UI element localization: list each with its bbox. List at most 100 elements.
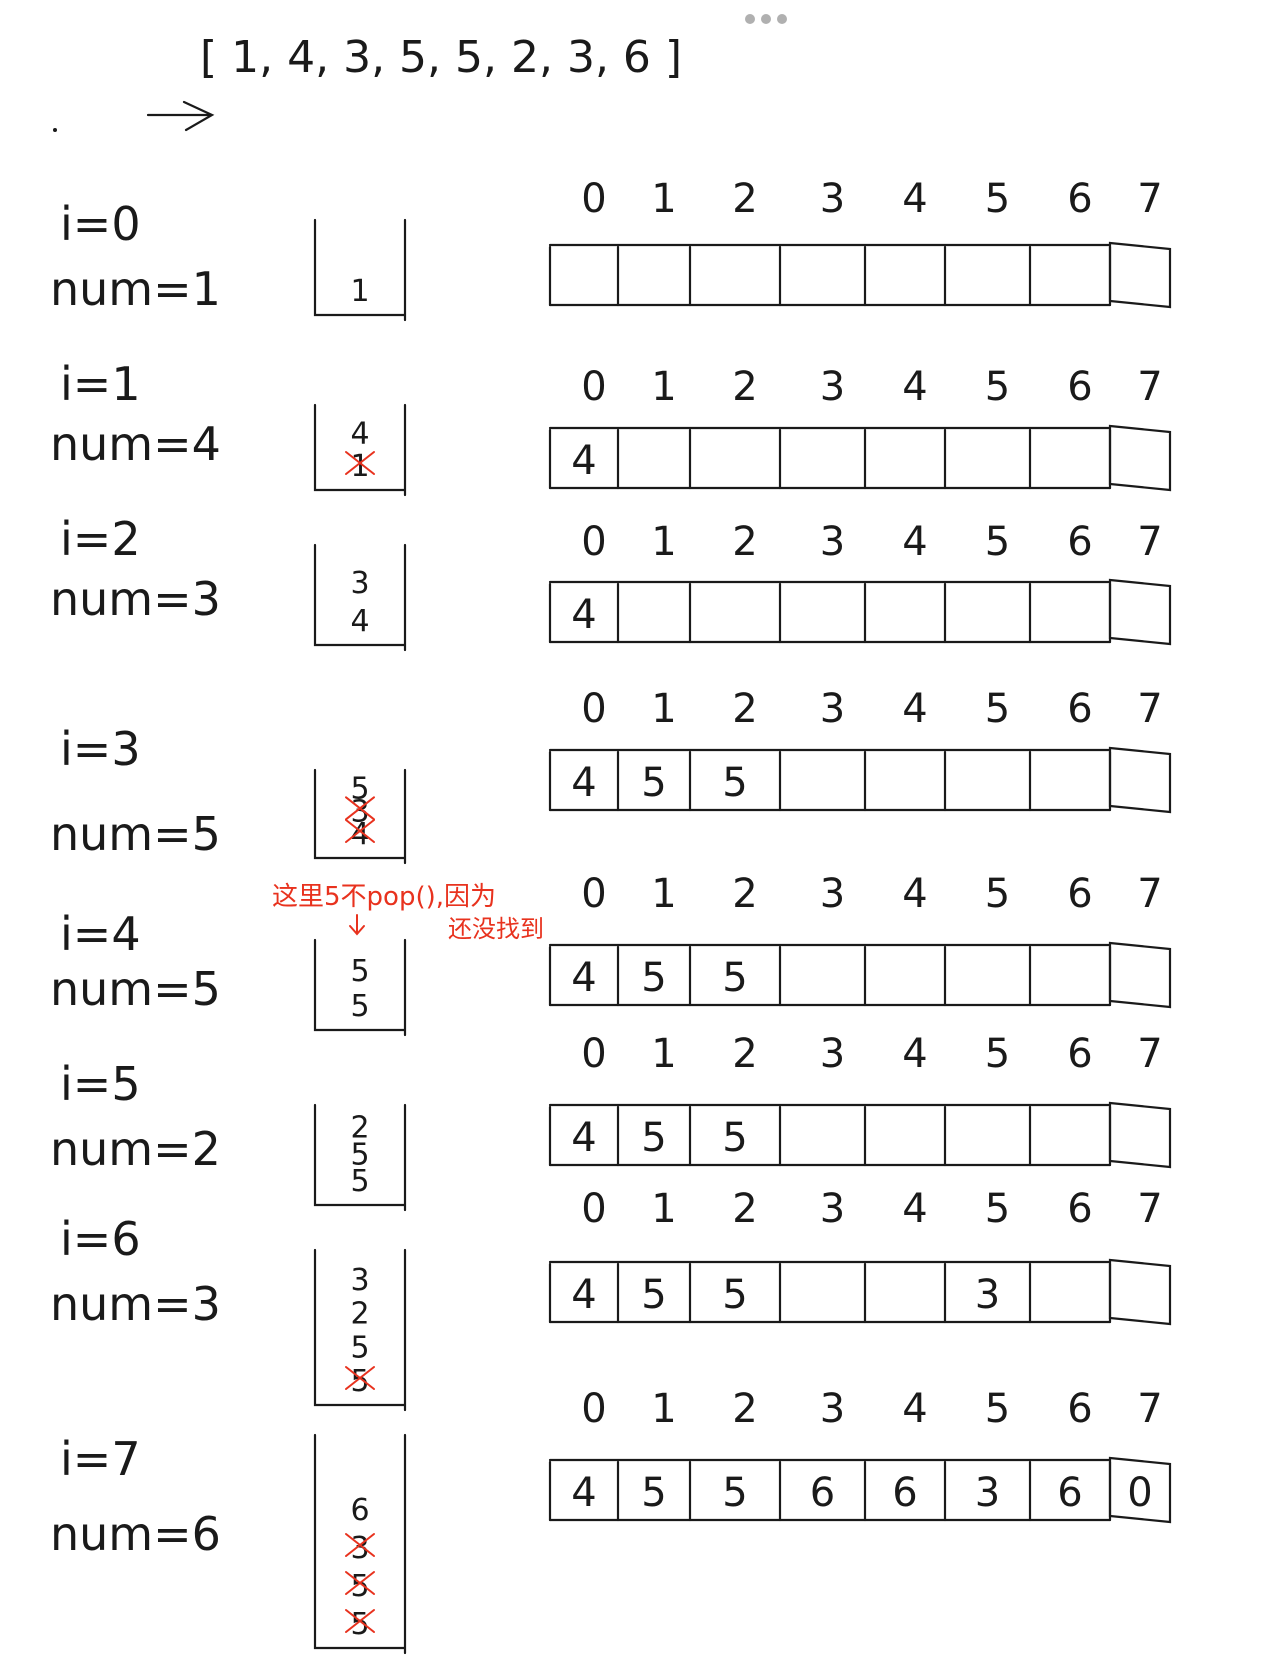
more-dots-icon[interactable] [745, 14, 787, 24]
array-cell-value: 5 [641, 955, 666, 1001]
index-label: 4 [902, 1386, 927, 1432]
array-cell-value: 5 [641, 1470, 666, 1516]
array-cell-value: 6 [810, 1470, 835, 1516]
array-cell-value: 0 [1127, 1470, 1152, 1516]
index-label: 2 [732, 1386, 757, 1432]
annotation: 这里5不pop(),因为 还没找到 [272, 882, 544, 943]
stack-item: 5 [350, 1164, 369, 1199]
stack-container [313, 1248, 407, 1412]
step-i-label: i=4 [60, 907, 141, 961]
stack-container [313, 1103, 407, 1212]
array-row-border [548, 748, 1112, 812]
stack-item: 4 [350, 817, 369, 852]
crossed-mark-icon [345, 796, 375, 821]
index-label: 7 [1137, 871, 1162, 917]
index-label: 0 [581, 871, 606, 917]
array-cell-value: 3 [975, 1470, 1000, 1516]
index-label: 7 [1137, 176, 1162, 222]
index-label: 3 [820, 686, 845, 732]
index-label: 5 [985, 871, 1010, 917]
stack-item: 5 [350, 1569, 369, 1604]
index-label: 5 [985, 1386, 1010, 1432]
array-cell-7-box [1108, 241, 1172, 309]
step-num-label: num=3 [50, 572, 221, 626]
index-label: 6 [1067, 364, 1092, 410]
annotation-line-1: 这里5不pop(),因为 [272, 882, 496, 912]
index-label: 1 [651, 364, 676, 410]
stack-item: 3 [350, 1531, 369, 1566]
array-row-border [548, 1260, 1112, 1324]
step-i-label: i=2 [60, 512, 141, 566]
crossed-mark-icon [345, 451, 375, 475]
index-label: 6 [1067, 686, 1092, 732]
array-cell-value: 5 [641, 1115, 666, 1161]
array-row-border [548, 1103, 1112, 1167]
array-row-border [548, 1458, 1112, 1522]
stack-item: 5 [350, 772, 369, 807]
index-label: 0 [581, 364, 606, 410]
stack-item: 5 [350, 954, 369, 989]
index-label: 6 [1067, 519, 1092, 565]
index-label: 1 [651, 1186, 676, 1232]
index-label: 5 [985, 1031, 1010, 1077]
stack-container [313, 1433, 407, 1655]
index-label: 7 [1137, 364, 1162, 410]
step-i-label: i=7 [60, 1432, 141, 1486]
stack-item: 1 [350, 274, 369, 309]
index-label: 4 [902, 1186, 927, 1232]
stack-item: 3 [350, 1263, 369, 1298]
stack-item: 5 [350, 1364, 369, 1399]
input-array-text: [ 1, 4, 3, 5, 5, 2, 3, 6 ] [200, 32, 682, 83]
step-i-label: i=1 [60, 357, 141, 411]
stack-item: 3 [350, 566, 369, 601]
array-cell-7-box [1108, 424, 1172, 492]
index-label: 2 [732, 176, 757, 222]
array-cell-value: 5 [641, 1272, 666, 1318]
array-cell-value: 6 [892, 1470, 917, 1516]
step-i-label: i=0 [60, 197, 141, 251]
stack-item: 5 [350, 989, 369, 1024]
crossed-mark-icon [345, 1533, 375, 1557]
index-label: 0 [581, 1386, 606, 1432]
index-label: 0 [581, 1186, 606, 1232]
array-cell-7-box [1108, 1258, 1172, 1326]
index-label: 5 [985, 686, 1010, 732]
stack-item: 4 [350, 604, 369, 639]
array-cell-value: 5 [722, 1470, 747, 1516]
index-label: 2 [732, 364, 757, 410]
index-label: 2 [732, 686, 757, 732]
crossed-mark-icon [345, 819, 375, 843]
index-label: 4 [902, 176, 927, 222]
array-row-border [548, 943, 1112, 1007]
index-label: 1 [651, 1031, 676, 1077]
index-label: 4 [902, 519, 927, 565]
annotation-arrow-icon [349, 914, 365, 936]
stack-container [313, 768, 407, 865]
index-label: 0 [581, 519, 606, 565]
step-num-label: num=5 [50, 807, 221, 861]
stack-item: 6 [350, 1493, 369, 1528]
stack-item: 5 [350, 1607, 369, 1642]
index-label: 2 [732, 519, 757, 565]
right-arrow-icon [146, 100, 215, 132]
index-label: 5 [985, 364, 1010, 410]
index-label: 2 [732, 1031, 757, 1077]
index-label: 7 [1137, 686, 1162, 732]
array-cell-7-box [1108, 1456, 1172, 1524]
index-label: 0 [581, 1031, 606, 1077]
stack-container [313, 403, 407, 497]
array-cell-value: 5 [722, 1115, 747, 1161]
array-cell-value: 4 [571, 1115, 596, 1161]
index-label: 3 [820, 871, 845, 917]
array-cell-7-box [1108, 1101, 1172, 1169]
crossed-mark-icon [345, 1366, 375, 1390]
index-label: 7 [1137, 1031, 1162, 1077]
array-cell-value: 4 [571, 592, 596, 638]
stack-item: 5 [350, 1330, 369, 1365]
